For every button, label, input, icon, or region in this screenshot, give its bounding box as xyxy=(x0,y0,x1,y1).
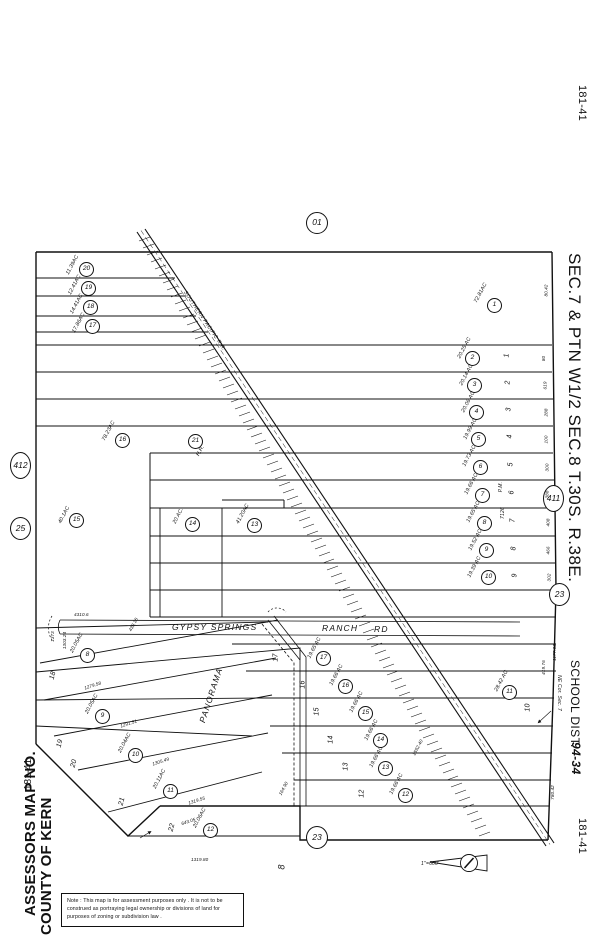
parcel-number-3[interactable]: 3 xyxy=(467,378,482,393)
lot-number-15: 15 xyxy=(313,707,321,716)
assessors-map-number: 181-41 xyxy=(23,758,34,790)
parcel-number-11[interactable]: 11 xyxy=(502,685,517,700)
parcel-number-4[interactable]: 4 xyxy=(469,405,484,420)
parcel-number-15[interactable]: 15 xyxy=(358,706,373,721)
dimension-east-11: 1177.32 xyxy=(551,644,557,661)
assessment-note-text: Note : This map is for assessment purpos… xyxy=(67,898,223,921)
dimension-east-5: 100 xyxy=(543,435,549,444)
map-reference-01[interactable]: 01 xyxy=(306,212,328,234)
parcel-number-1[interactable]: 1 xyxy=(487,298,502,313)
map-header-school-district-number: 94-34 xyxy=(569,742,583,775)
sheet-number-top-right: 181-41 xyxy=(576,85,588,122)
parcel-number-11-sw[interactable]: 11 xyxy=(163,784,178,799)
lot-number-6: 6 xyxy=(508,490,516,495)
parcel-number-14-west[interactable]: 14 xyxy=(185,517,200,532)
parcel-number-2[interactable]: 2 xyxy=(465,351,480,366)
dimension-east-9: 466 xyxy=(545,546,551,555)
dimension-east-6: 300 xyxy=(544,463,550,472)
map-header-section-title: SEC.7 & PTN W1/2 SEC.8 T.30S. R.38E. xyxy=(565,253,584,583)
lot-number-17: 17 xyxy=(272,653,280,662)
lot-number-3: 3 xyxy=(505,407,513,412)
dimension-east-8: 408 xyxy=(545,518,551,527)
dimension-419-76: 419.76 xyxy=(540,660,546,675)
map-header-school-district: SCHOOL DIST. xyxy=(568,660,582,748)
assessment-note-box: Note : This map is for assessment purpos… xyxy=(61,893,244,927)
lot-number-10: 10 xyxy=(524,703,532,712)
parcel-number-13[interactable]: 13 xyxy=(378,761,393,776)
street-label-ranch: RANCH xyxy=(322,623,359,633)
lot-number-1: 1 xyxy=(503,353,511,358)
parcel-number-13-west[interactable]: 13 xyxy=(247,518,262,533)
map-reference-23-bottom[interactable]: 23 xyxy=(306,826,328,849)
parcel-number-20-nw[interactable]: 20 xyxy=(79,262,94,277)
scale-label: 1"=600' xyxy=(421,861,440,867)
parcel-number-21-west[interactable]: 21 xyxy=(188,434,203,449)
parcel-number-12[interactable]: 12 xyxy=(398,788,413,803)
parcel-number-7[interactable]: 7 xyxy=(475,488,490,503)
lot-number-14: 14 xyxy=(327,735,335,744)
lot-number-5: 5 xyxy=(507,462,515,467)
parcel-number-8-sw[interactable]: 8 xyxy=(80,648,95,663)
street-label-rd: RD xyxy=(374,624,389,634)
county-name: COUNTY OF KERN xyxy=(38,797,55,935)
dimension-sw-18: 1373 xyxy=(49,631,55,642)
dimension-east-4: 288 xyxy=(543,408,549,417)
parcel-number-16[interactable]: 16 xyxy=(338,679,353,694)
parcel-number-9[interactable]: 9 xyxy=(479,543,494,558)
lot-number-12: 12 xyxy=(358,789,366,798)
parcel-map-label-pm: P.M. xyxy=(498,481,505,493)
parcel-number-15-west[interactable]: 15 xyxy=(69,513,84,528)
parcel-number-6[interactable]: 6 xyxy=(473,460,488,475)
dimension-east-12: 780.42 xyxy=(549,785,555,800)
sheet-number-bottom-right: 181-41 xyxy=(576,818,588,855)
dimension-east-2: 80 xyxy=(541,355,547,362)
parcel-number-14[interactable]: 14 xyxy=(373,733,388,748)
parcel-number-17-east[interactable]: 17 xyxy=(316,651,331,666)
lot-number-2: 2 xyxy=(504,380,512,385)
parcel-number-17-nw[interactable]: 17 xyxy=(85,319,100,334)
dimension-1319-80-a: 1319.80 xyxy=(191,857,209,862)
lot-number-7: 7 xyxy=(509,518,517,523)
dimension-east-10: 302 xyxy=(546,573,552,582)
parcel-map-number-7126: 7126 xyxy=(499,507,506,519)
dimension-1303-24: 1303.24 xyxy=(62,631,68,650)
section-number-label: 8 xyxy=(276,864,287,870)
parcel-number-8[interactable]: 8 xyxy=(477,516,492,531)
parcel-number-5[interactable]: 5 xyxy=(471,432,486,447)
parcel-number-9-sw[interactable]: 9 xyxy=(95,709,110,724)
map-reference-23-right[interactable]: 23 xyxy=(549,583,570,606)
lot-number-9: 9 xyxy=(511,573,519,578)
parcel-number-10[interactable]: 10 xyxy=(481,570,496,585)
map-reference-412[interactable]: 412 xyxy=(10,452,31,479)
map-reference-411[interactable]: 411 xyxy=(543,485,564,512)
parcel-number-12-sw[interactable]: 12 xyxy=(203,823,218,838)
ne-corner-annotation: NE Cor. Sec. 7 xyxy=(555,675,562,711)
map-reference-25[interactable]: 25 xyxy=(10,517,31,540)
dimension-east-7: 388 xyxy=(544,490,550,499)
lot-number-13: 13 xyxy=(342,762,350,771)
dimension-east-3: 619 xyxy=(542,381,548,390)
lot-number-4: 4 xyxy=(506,434,514,439)
parcel-number-19-nw[interactable]: 19 xyxy=(81,281,96,296)
dimension-4310-6: 4310.6 xyxy=(74,612,89,617)
parcel-number-16-west[interactable]: 16 xyxy=(115,433,130,448)
street-label-gypsy-springs: GYPSY SPRINGS xyxy=(172,622,258,632)
dimension-80-42: 80.42 xyxy=(543,284,549,297)
lot-number-8: 8 xyxy=(510,546,518,551)
parcel-number-18-nw[interactable]: 18 xyxy=(83,300,98,315)
lot-number-16: 16 xyxy=(299,680,307,689)
parcel-number-10-sw[interactable]: 10 xyxy=(128,748,143,763)
